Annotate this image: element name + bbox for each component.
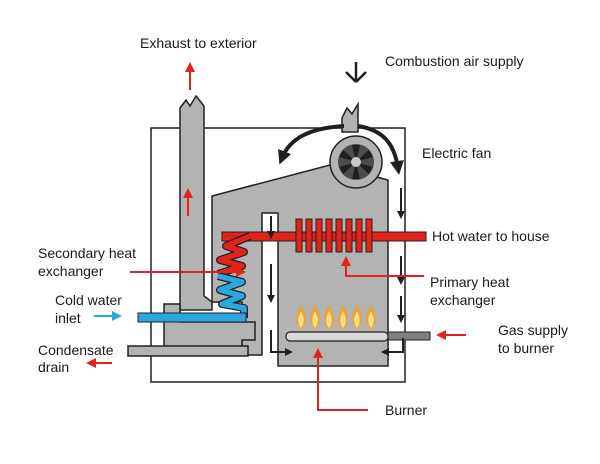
fan-split-left-arrow <box>278 124 345 165</box>
gas-supply-label-line1: Gas supply <box>498 322 568 338</box>
burner-flames <box>296 305 376 330</box>
secondary-hx-label-line2: exchanger <box>38 263 104 279</box>
condensate-label-line2: drain <box>38 359 69 375</box>
cold-water-pipe <box>137 312 247 323</box>
burner-label: Burner <box>385 402 427 418</box>
callout-lines <box>86 256 466 411</box>
exhaust-label: Exhaust to exterior <box>140 35 257 51</box>
secondary-hx-label-line1: Secondary heat <box>38 245 136 261</box>
exhaust-flue <box>179 94 213 311</box>
primary-hx-label-line2: exchanger <box>430 292 496 308</box>
primary-hx-label-line1: Primary heat <box>430 274 509 290</box>
hot-water-label: Hot water to house <box>432 228 550 244</box>
air-intake-duct <box>341 101 359 133</box>
cold-water-label-line1: Cold water <box>55 292 122 308</box>
airflow-arrows <box>267 62 405 356</box>
fan-icon <box>338 144 374 180</box>
gas-supply-pipe <box>387 331 431 341</box>
fan-split-right-arrow <box>357 124 404 175</box>
combustion-air-arrow <box>345 62 367 83</box>
electric-fan-label: Electric fan <box>422 145 491 161</box>
gas-supply-label-line2: to burner <box>498 340 554 356</box>
combustion-air-label: Combustion air supply <box>385 53 524 69</box>
primary-heat-exchanger <box>221 218 427 253</box>
condensate-pipe <box>127 345 249 357</box>
condensate-label-line1: Condensate <box>38 342 114 358</box>
cold-water-label-line2: inlet <box>55 310 81 326</box>
burner-bar <box>285 331 389 342</box>
